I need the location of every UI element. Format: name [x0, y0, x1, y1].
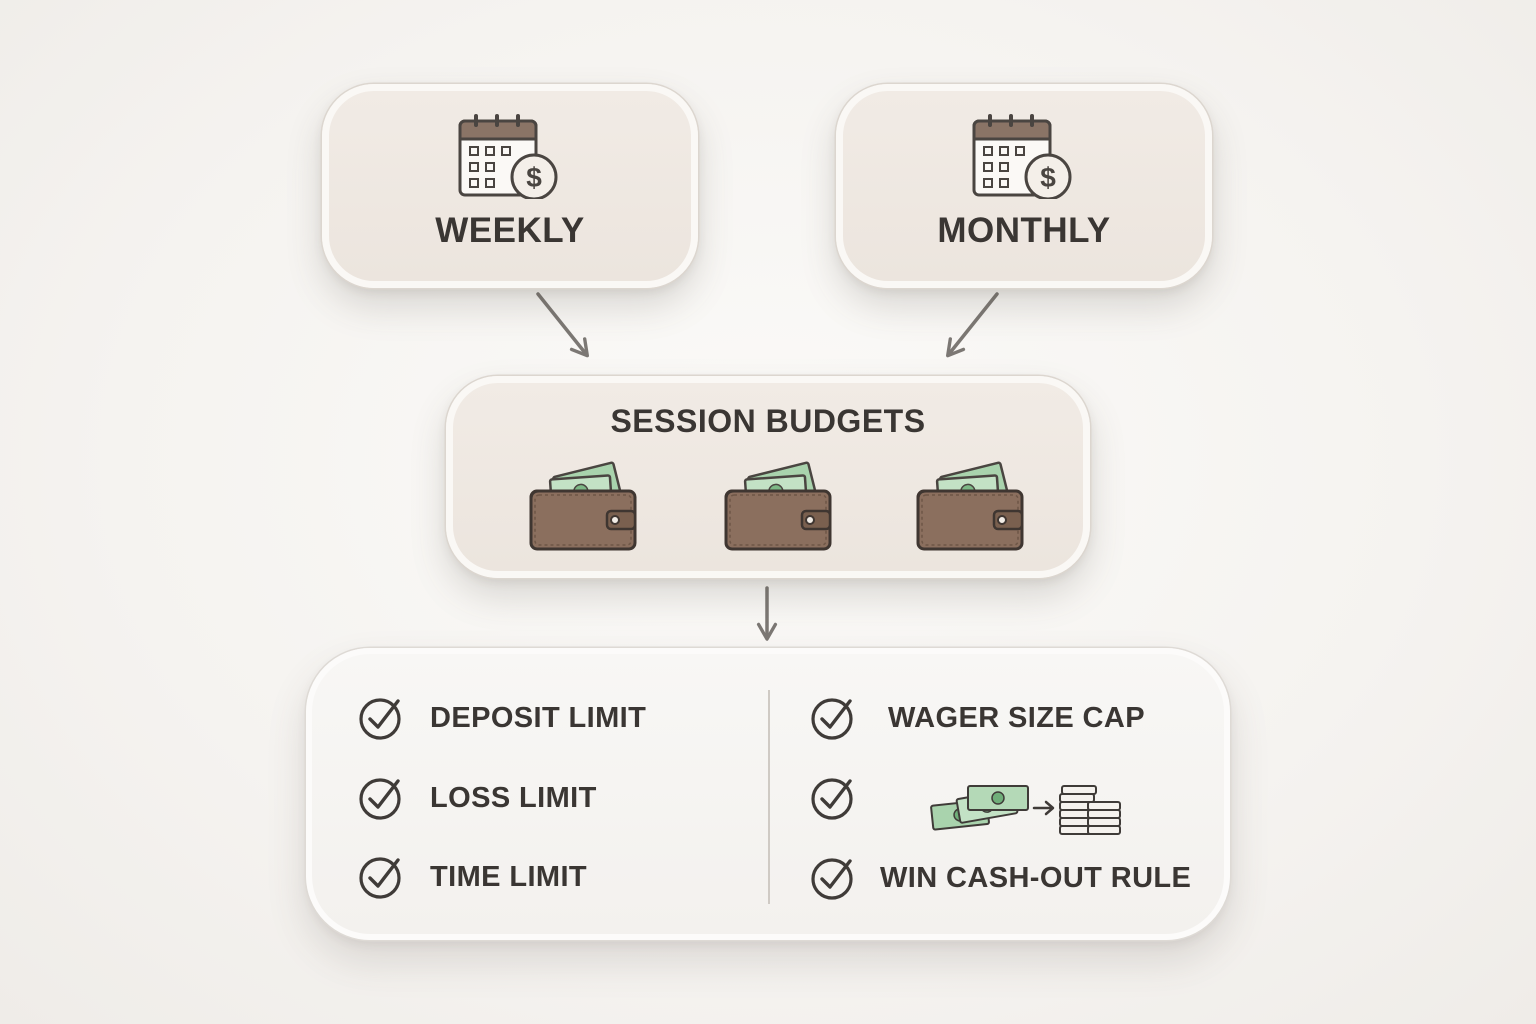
check-circle-icon: [811, 858, 853, 900]
rule-loss-limit: LOSS LIMIT: [358, 774, 597, 822]
check-circle-icon: [811, 778, 853, 820]
monthly-budget-card: $ MONTHLY: [836, 84, 1212, 288]
weekly-label: WEEKLY: [435, 211, 585, 250]
check-circle-icon: [359, 698, 401, 740]
session-budgets-card: SESSION BUDGETS: [446, 376, 1090, 578]
rule-wager-size-cap: WAGER SIZE CAP: [810, 694, 1145, 742]
weekly-budget-card: $ WEEKLY: [322, 84, 698, 288]
rule-win-cash-out: WIN CASH-OUT RULE: [810, 854, 1191, 902]
rule-label: WIN CASH-OUT RULE: [880, 861, 1192, 894]
wallet-cash-icon: [529, 461, 637, 551]
svg-text:$: $: [526, 162, 542, 193]
check-circle-icon: [359, 778, 401, 820]
rule-label: DEPOSIT LIMIT: [430, 701, 647, 734]
rules-card: DEPOSIT LIMIT LOSS LIMIT TIME LIMIT WAGE…: [306, 648, 1230, 940]
wallet-cash-icon: [916, 461, 1024, 551]
rule-deposit-limit: DEPOSIT LIMIT: [358, 694, 646, 742]
calendar-dollar-icon: $: [458, 114, 558, 199]
session-budgets-label: SESSION BUDGETS: [610, 403, 926, 439]
cash-to-chips-icon: [930, 785, 1121, 835]
monthly-label: MONTHLY: [937, 211, 1111, 250]
check-circle-icon: [359, 857, 401, 899]
rule-label: TIME LIMIT: [430, 860, 588, 893]
rule-time-limit: TIME LIMIT: [358, 853, 587, 901]
svg-text:$: $: [1040, 162, 1056, 193]
check-circle-icon: [811, 698, 853, 740]
rule-label: LOSS LIMIT: [430, 781, 597, 814]
rule-cash-to-chips: [810, 774, 1124, 835]
calendar-dollar-icon: $: [972, 114, 1072, 199]
column-divider: [768, 690, 770, 904]
rule-label: WAGER SIZE CAP: [888, 701, 1145, 734]
wallet-cash-icon: [724, 461, 832, 551]
